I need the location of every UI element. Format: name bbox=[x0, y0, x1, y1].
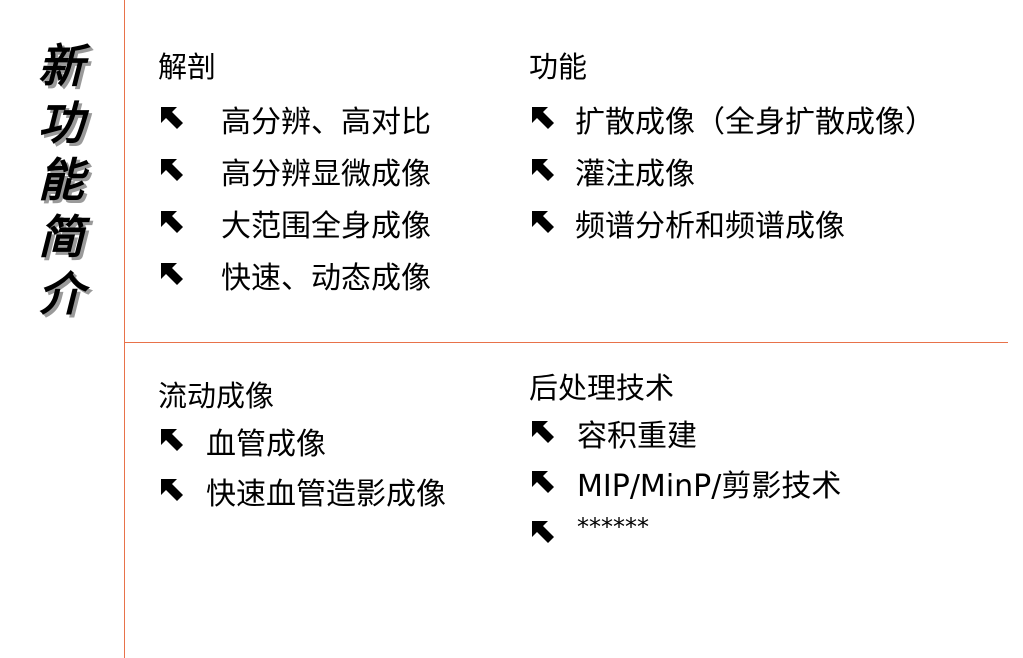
item-text: MIP/MinP/剪影技术 bbox=[577, 469, 842, 504]
title-char: 介 bbox=[38, 267, 84, 321]
item-text: 容积重建 bbox=[577, 419, 697, 454]
item-text: 快速血管造影成像 bbox=[206, 477, 446, 512]
list-item: 血管成像 bbox=[158, 416, 446, 466]
arrow-up-left-icon bbox=[158, 104, 188, 134]
vertical-title: 新 功 能 简 介 bbox=[26, 38, 96, 323]
list-item: 灌注成像 bbox=[529, 145, 935, 197]
title-char: 简 bbox=[38, 210, 84, 264]
arrow-up-left-icon bbox=[158, 476, 188, 506]
title-char: 新 bbox=[38, 39, 84, 93]
list-item: 频谱分析和频谱成像 bbox=[529, 197, 935, 249]
section-function: 功能 扩散成像（全身扩散成像） 灌注成像 频谱分析和频谱成像 bbox=[529, 47, 935, 249]
section-title: 后处理技术 bbox=[529, 371, 675, 405]
horizontal-divider bbox=[124, 342, 1008, 343]
arrow-up-left-icon bbox=[529, 104, 559, 134]
arrow-up-left-icon bbox=[158, 260, 188, 290]
list-item: 扩散成像（全身扩散成像） bbox=[529, 93, 935, 145]
section-title: 解剖 bbox=[158, 50, 217, 84]
list-item: 高分辨显微成像 bbox=[158, 145, 431, 197]
section-flow: 流动成像 血管成像 快速血管造影成像 bbox=[158, 376, 446, 516]
list-item: MIP/MinP/剪影技术 bbox=[529, 458, 841, 508]
item-text: 快速、动态成像 bbox=[221, 261, 431, 296]
list-item: 快速血管造影成像 bbox=[158, 466, 446, 516]
item-text: ****** bbox=[577, 513, 649, 541]
section-title: 功能 bbox=[529, 50, 588, 84]
list-item: ****** bbox=[529, 508, 841, 558]
vertical-divider bbox=[124, 0, 125, 658]
arrow-up-left-icon bbox=[158, 208, 188, 238]
title-char: 能 bbox=[38, 153, 84, 207]
item-text: 频谱分析和频谱成像 bbox=[575, 209, 845, 244]
arrow-up-left-icon bbox=[158, 156, 188, 186]
arrow-up-left-icon bbox=[529, 156, 559, 186]
arrow-up-left-icon bbox=[529, 468, 559, 498]
title-char: 功 bbox=[38, 96, 84, 150]
item-text: 高分辨、高对比 bbox=[221, 105, 431, 140]
item-text: 血管成像 bbox=[206, 427, 326, 462]
section-postprocess: 后处理技术 容积重建 MIP/MinP/剪影技术 ****** bbox=[529, 368, 841, 558]
list-item: 大范围全身成像 bbox=[158, 197, 431, 249]
list-item: 高分辨、高对比 bbox=[158, 93, 431, 145]
list-item: 快速、动态成像 bbox=[158, 249, 431, 301]
item-text: 扩散成像（全身扩散成像） bbox=[575, 105, 935, 140]
section-anatomy: 解剖 高分辨、高对比 高分辨显微成像 大范围全身成像 快速、动态成像 bbox=[158, 47, 431, 301]
section-title: 流动成像 bbox=[158, 379, 275, 413]
arrow-up-left-icon bbox=[529, 418, 559, 448]
arrow-up-left-icon bbox=[158, 426, 188, 456]
item-text: 灌注成像 bbox=[575, 157, 695, 192]
item-text: 大范围全身成像 bbox=[221, 209, 431, 244]
item-text: 高分辨显微成像 bbox=[221, 157, 431, 192]
arrow-up-left-icon bbox=[529, 518, 559, 548]
list-item: 容积重建 bbox=[529, 408, 841, 458]
arrow-up-left-icon bbox=[529, 208, 559, 238]
